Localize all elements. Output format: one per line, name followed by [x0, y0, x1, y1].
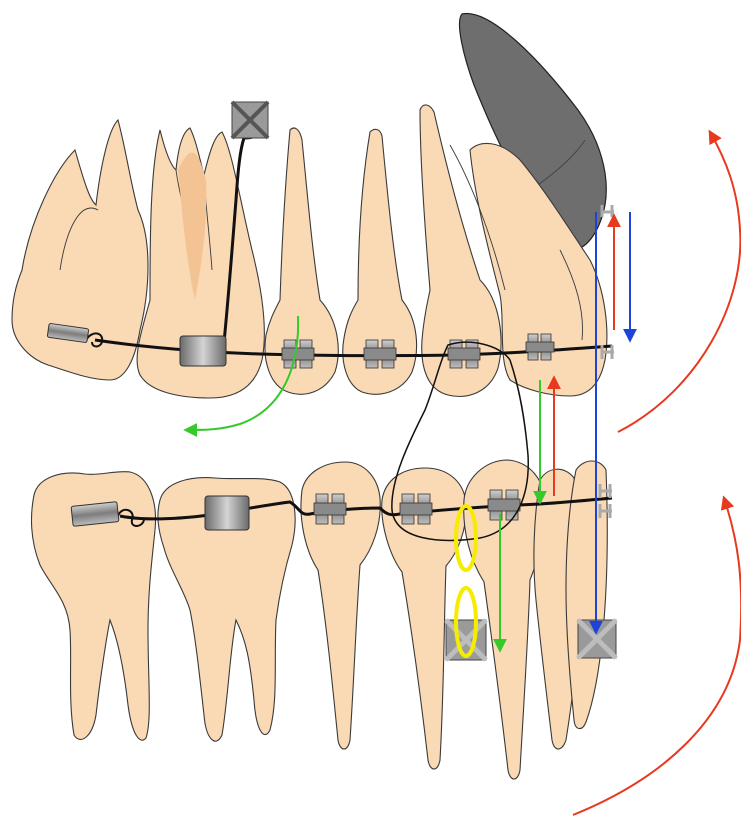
mini-implant-top — [232, 102, 268, 138]
bracket — [205, 496, 249, 530]
red-curved-arrow — [618, 132, 740, 432]
bracket — [180, 336, 226, 366]
molar-tube — [71, 502, 119, 527]
